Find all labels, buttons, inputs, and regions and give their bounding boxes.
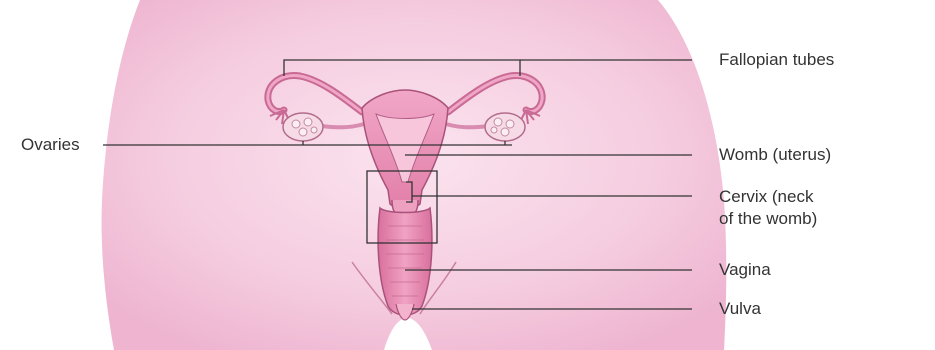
label-fallopian-tubes: Fallopian tubes	[719, 49, 834, 71]
label-vagina: Vagina	[719, 259, 771, 281]
label-cervix: Cervix (neck of the womb)	[719, 186, 817, 230]
label-ovaries: Ovaries	[21, 134, 80, 156]
vagina	[378, 208, 432, 315]
left-ovary	[283, 113, 323, 141]
label-cervix-line1: Cervix (neck	[719, 186, 817, 208]
label-womb: Womb (uterus)	[719, 144, 831, 166]
right-ovary	[485, 113, 525, 141]
label-cervix-line2: of the womb)	[719, 208, 817, 230]
label-vulva: Vulva	[719, 298, 761, 320]
